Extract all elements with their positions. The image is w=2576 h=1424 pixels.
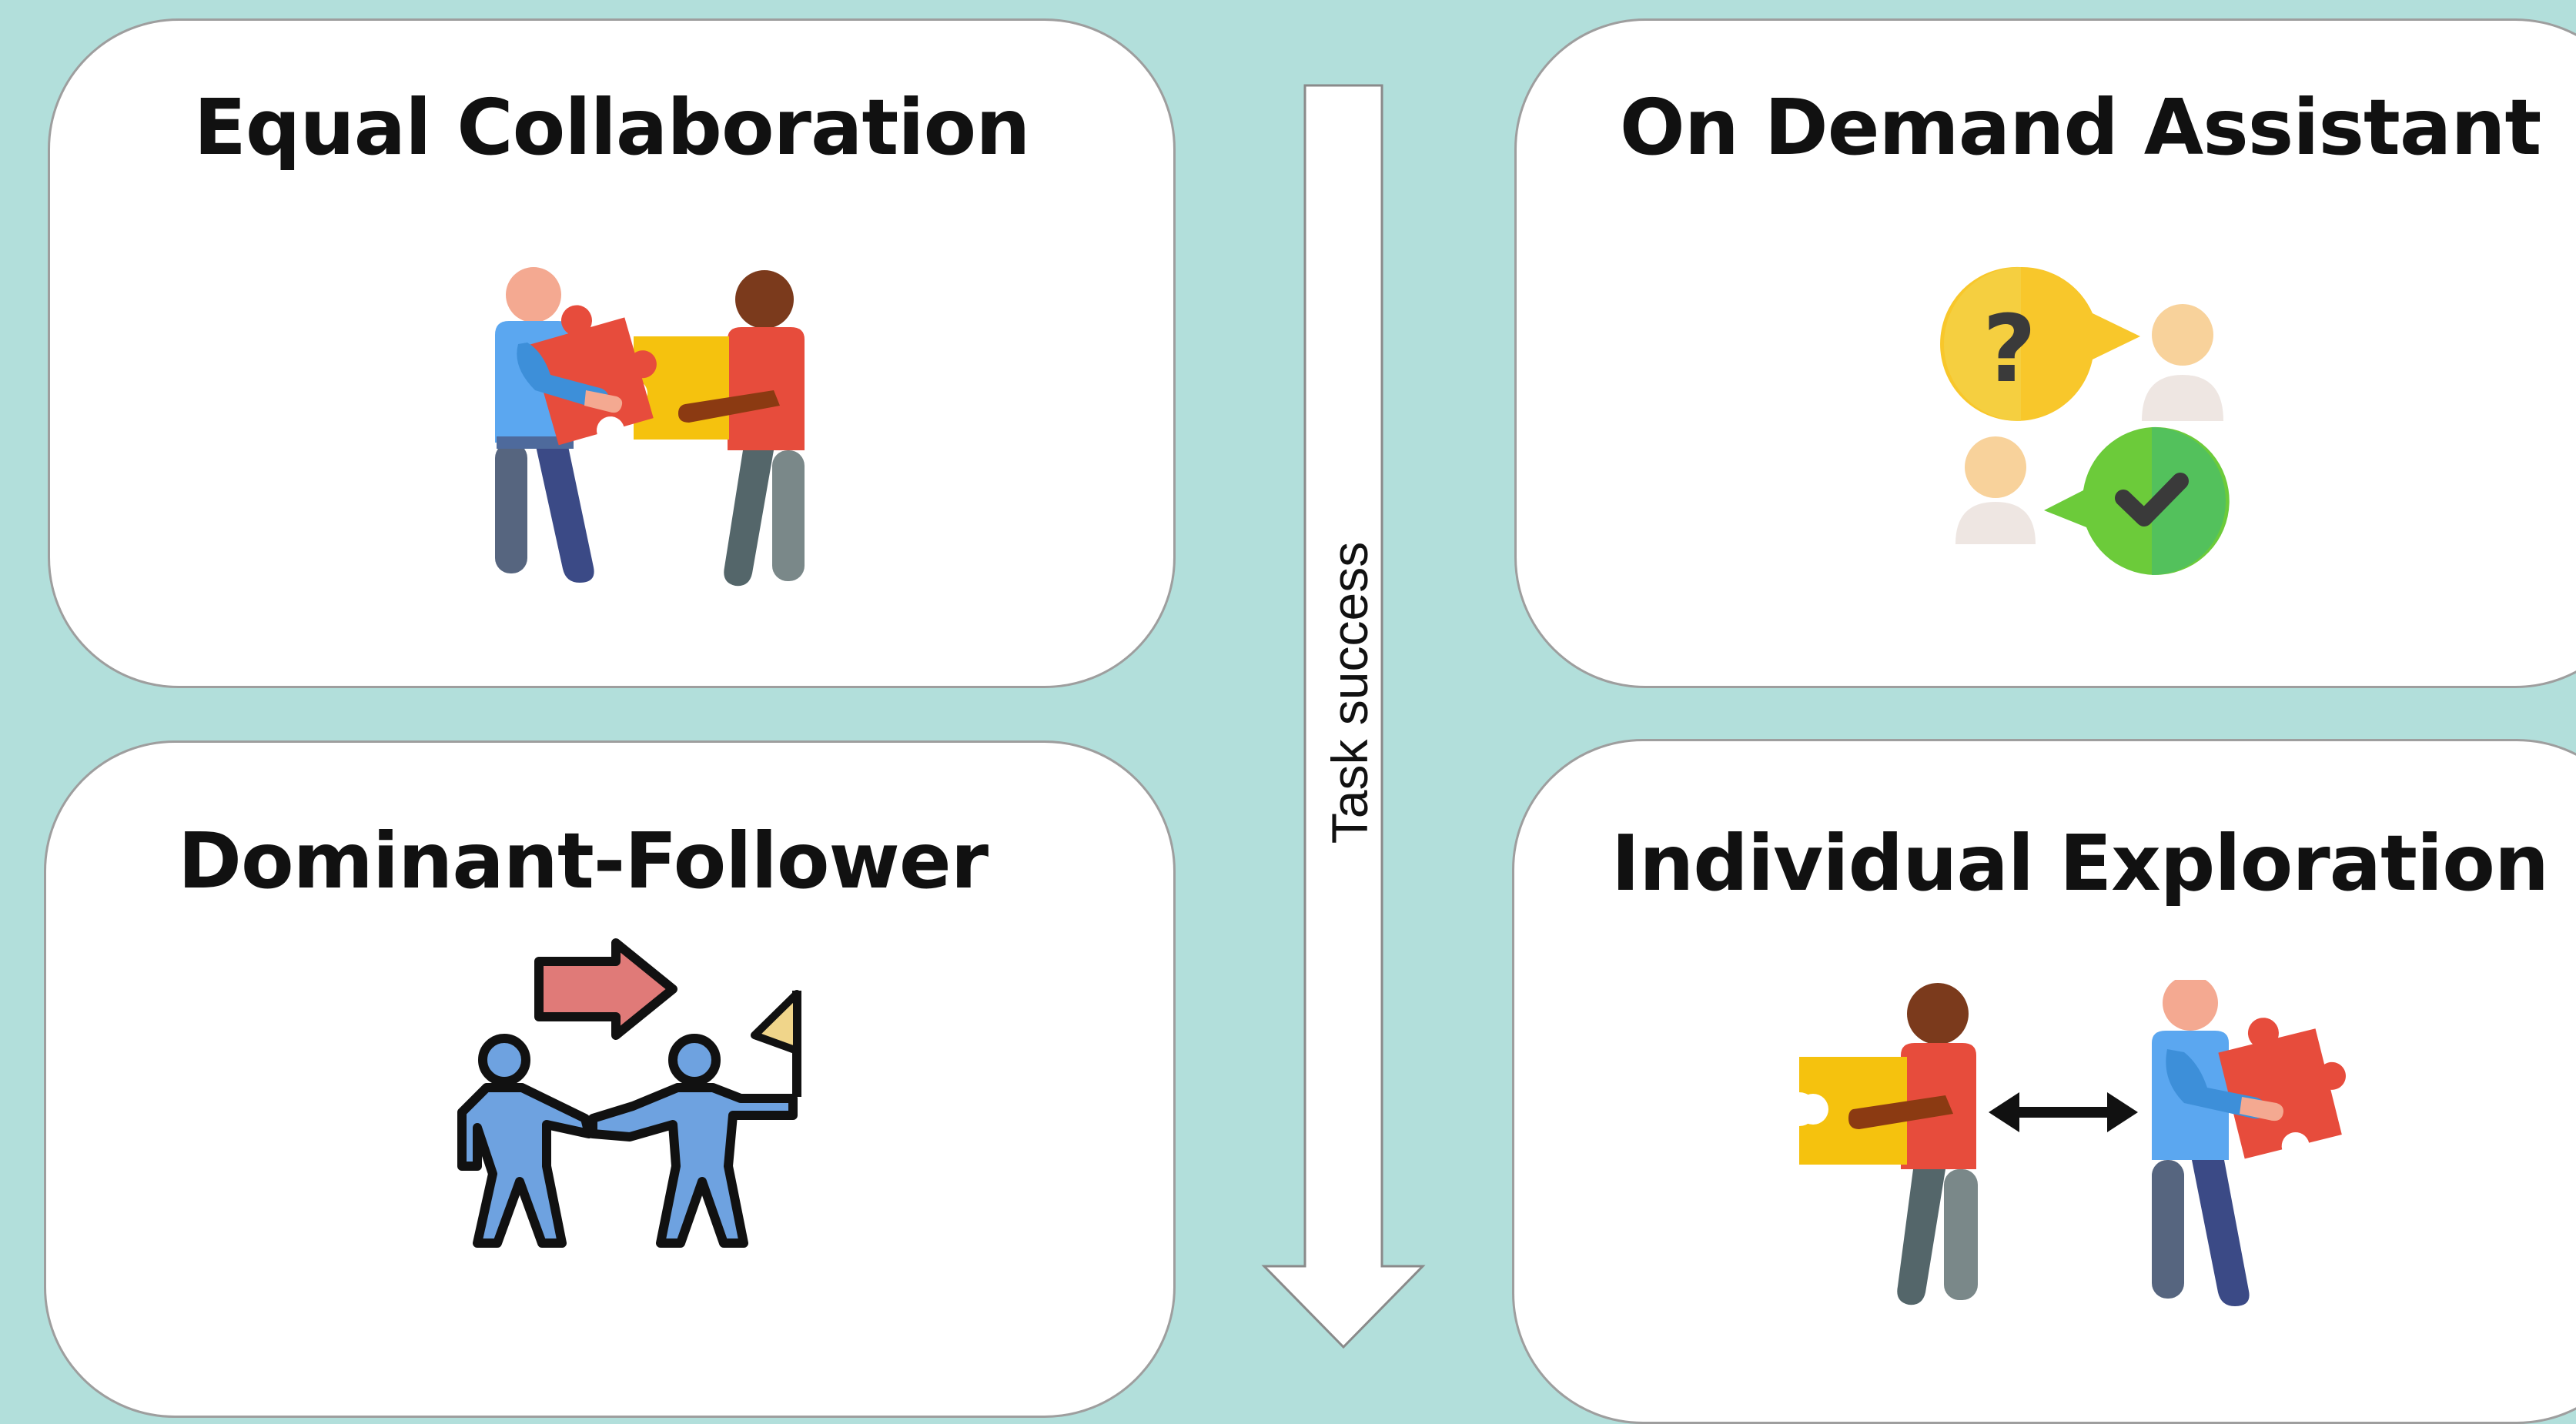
individual-puzzle-icon <box>1799 980 2346 1306</box>
card-title: Dominant-Follower <box>177 816 989 906</box>
question-answer-chat-icon: ? <box>1940 266 2230 575</box>
card-on-demand-assistant: On Demand Assistant ? <box>1514 18 2576 688</box>
svg-text:?: ? <box>1982 296 2036 403</box>
puzzle-collaboration-icon <box>495 267 805 587</box>
card-individual-exploration: Individual Exploration <box>1512 739 2576 1424</box>
card-title: Individual Exploration <box>1611 818 2549 908</box>
card-equal-collaboration: Equal Collaboration <box>48 18 1176 688</box>
leader-follower-icon <box>457 938 801 1248</box>
task-success-label: Task success <box>1321 541 1378 844</box>
card-title: On Demand Assistant <box>1619 82 2542 172</box>
task-success-arrow <box>1261 84 1426 1349</box>
card-dominant-follower: Dominant-Follower <box>44 740 1176 1418</box>
card-title: Equal Collaboration <box>193 82 1031 172</box>
